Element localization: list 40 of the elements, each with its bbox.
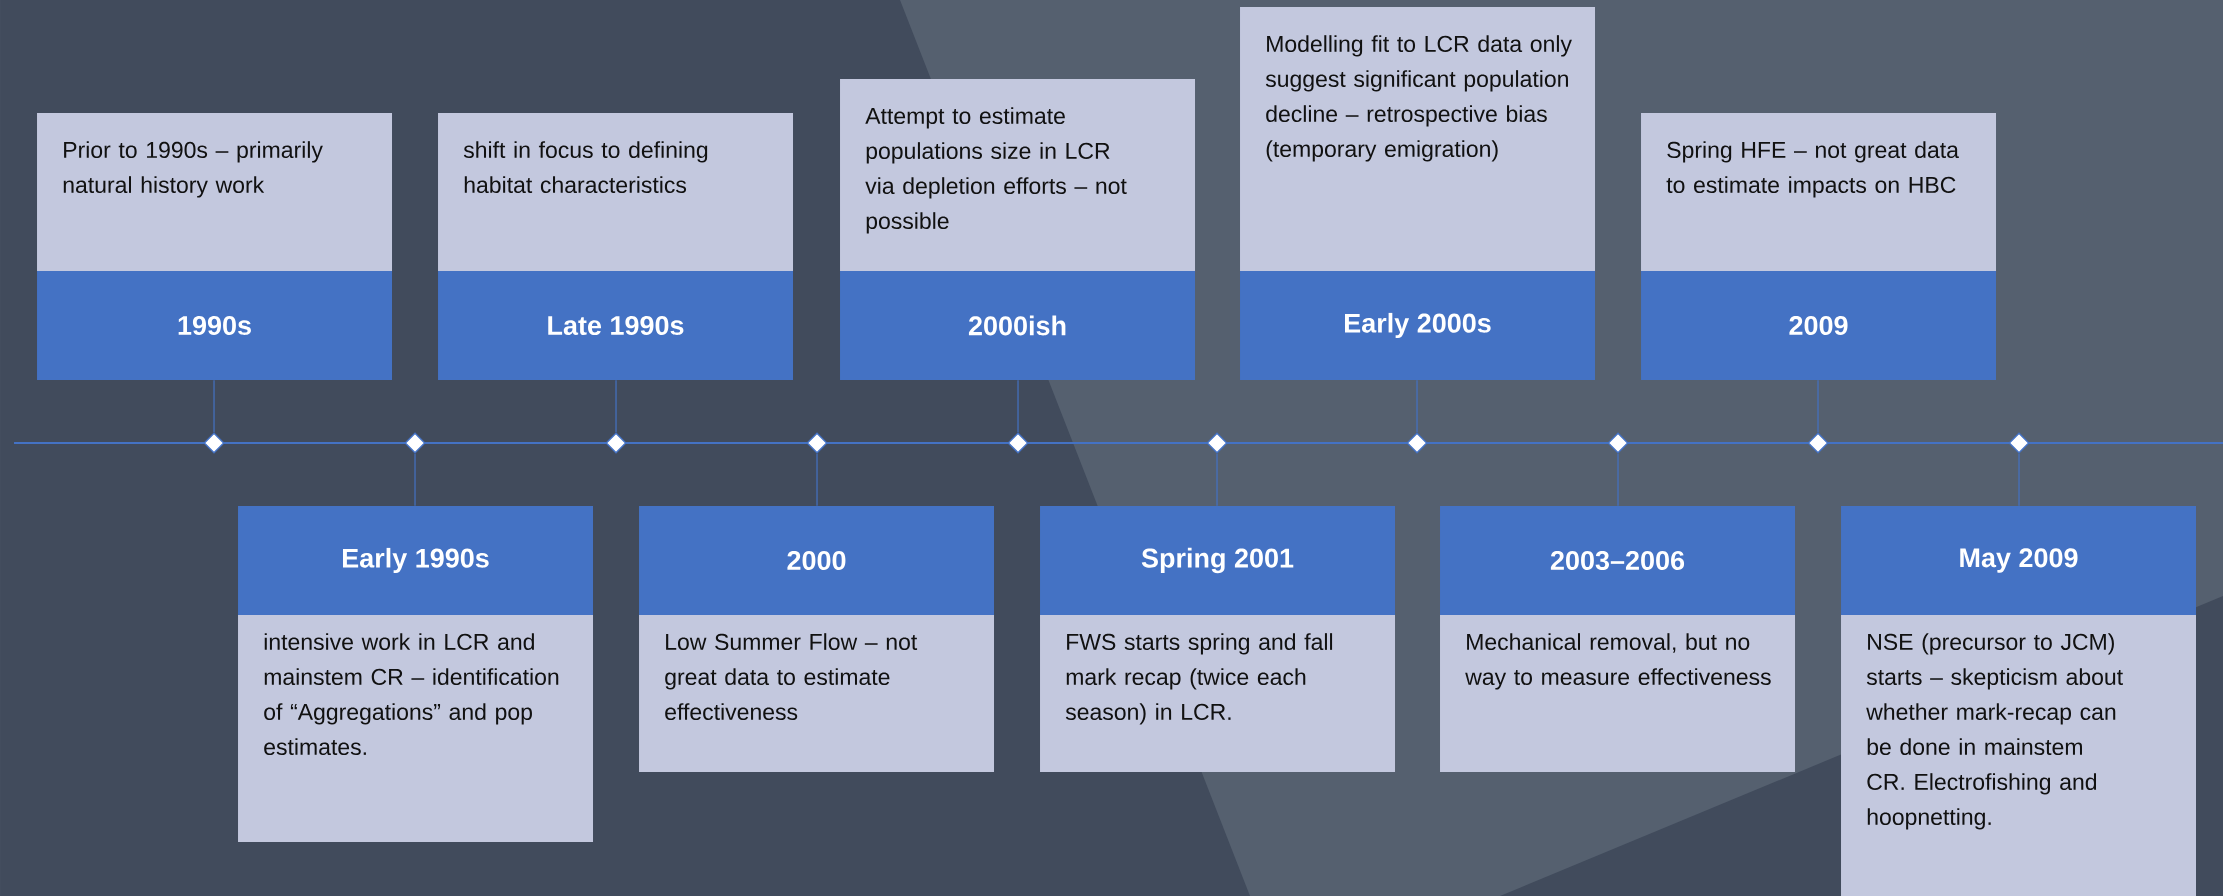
node-label: 2000ish xyxy=(968,315,1066,336)
connector-line xyxy=(1817,379,1819,433)
node-label: Spring 2001 xyxy=(1141,547,1294,574)
connector-line xyxy=(816,453,818,507)
timeline-card: Attempt to estimate populations size in LCR via depletion efforts – not possible 2000ish xyxy=(840,79,1195,380)
timeline-card: Spring HFE – not great data to estimate impacts on HBC 2009 xyxy=(1641,113,1996,380)
timeline-marker xyxy=(806,432,828,454)
connector-line xyxy=(615,379,617,433)
node-label: 2009 xyxy=(1789,315,1848,336)
node-label: Early 2000s xyxy=(1345,312,1491,339)
timeline-marker xyxy=(1406,432,1428,454)
timeline-marker xyxy=(2008,432,2030,454)
timeline-card: Prior to 1990s – primarily natural history work 1990s xyxy=(37,113,392,380)
timeline-card: Modelling fit to LCR data only suggest significant population decline – retrospective bias (temporary emigration) Early 2000s xyxy=(1240,7,1595,380)
timeline-card: Spring 2001 FWS starts spring and fall mark recap (twice each season) in LCR. xyxy=(1040,506,1395,772)
connector-line xyxy=(1216,453,1218,507)
connector-line xyxy=(414,453,416,507)
timeline-card: May 2009 NSE (precursor to JCM) starts – skepticism about whether mark-recap can be done in mainstem CR. Electrofishing and hoopnetting. xyxy=(1841,506,2196,896)
node-label: 2000 xyxy=(787,550,846,571)
timeline-marker xyxy=(1607,432,1629,454)
timeline-card: 2000 Low Summer Flow – not great data to estimate effectiveness xyxy=(639,506,994,772)
timeline-card: Early 1990s intensive work in LCR and mainstem CR – identification of “Aggregations” and pop estimates. xyxy=(238,506,593,842)
timeline-marker xyxy=(1807,432,1829,454)
timeline-card: shift in focus to defining habitat characteristics Late 1990s xyxy=(438,113,793,380)
node-label: 1990s xyxy=(178,315,251,336)
timeline-marker xyxy=(1206,432,1228,454)
connector-line xyxy=(2018,453,2020,507)
node-label: May 2009 xyxy=(1960,548,2078,573)
node-label: Early 1990s xyxy=(343,547,489,574)
connector-line xyxy=(1017,379,1019,433)
node-label: Late 1990s xyxy=(548,315,684,336)
timeline-card: 2003–2006 Mechanical removal, but no way to measure effectiveness xyxy=(1440,506,1795,772)
connector-line xyxy=(213,379,215,433)
timeline-marker xyxy=(1007,432,1029,454)
connector-line xyxy=(1416,379,1418,433)
connector-line xyxy=(1617,453,1619,507)
node-label: 2003–2006 xyxy=(1550,550,1685,571)
timeline-marker xyxy=(605,432,627,454)
timeline-marker xyxy=(404,432,426,454)
timeline-marker xyxy=(203,432,225,454)
